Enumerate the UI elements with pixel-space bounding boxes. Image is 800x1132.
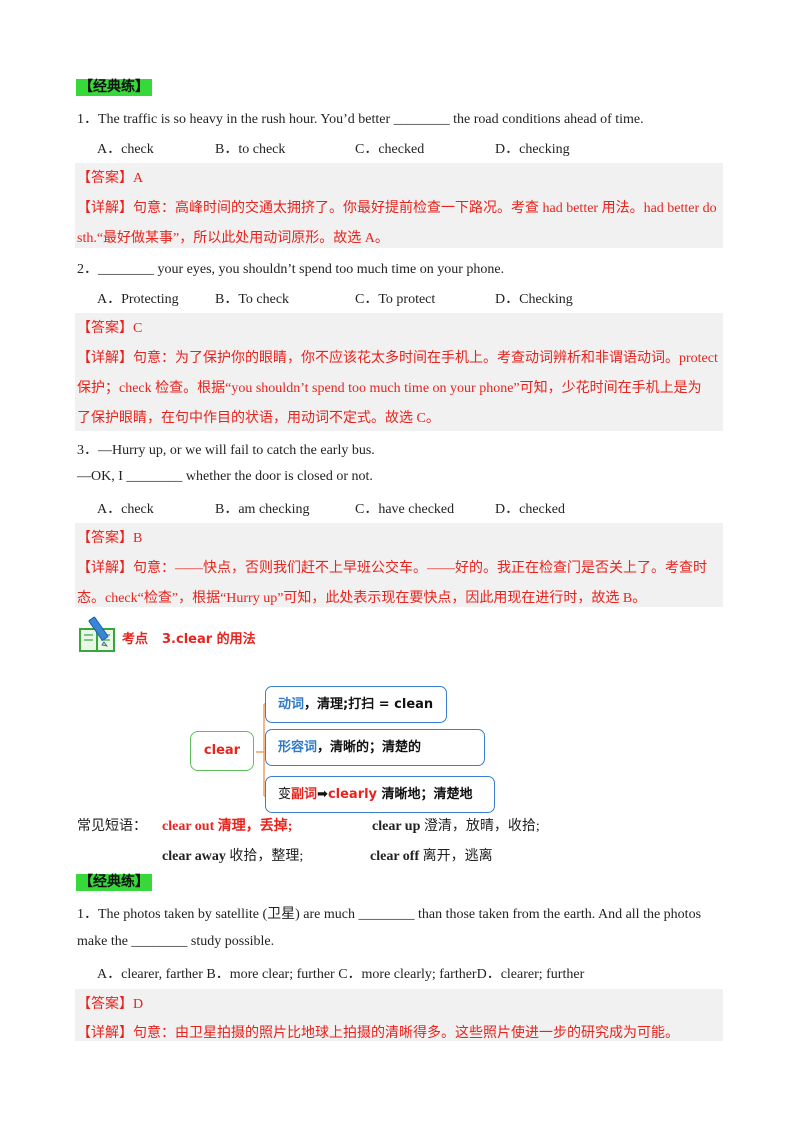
q3-option-d: D．checked [495, 502, 565, 517]
mindmap-root: clear [190, 731, 254, 771]
kaodian-label: 考点 [122, 632, 149, 647]
q1-detail-line: sth.“最好做某事”，所以此处用动词原形。故选 A。 [77, 231, 389, 246]
q3-answer: 【答案】B [77, 531, 143, 546]
q2-option-a: A．Protecting [97, 292, 179, 307]
arrow-right-icon: ➡ [317, 787, 328, 802]
node-adj-label: 形容词 [278, 740, 318, 755]
q2-detail-line: 保护；check 检查。根据“you shouldn’t spend too m… [77, 381, 702, 396]
phrases-label: 常见短语： [77, 819, 147, 834]
q3-option-a: A．check [97, 502, 154, 517]
classic-practice-tag: 【经典练】 [76, 79, 152, 96]
book-pencil-icon [77, 615, 121, 655]
phrase-clear-up: clear up 澄清，放晴，收拾; [372, 819, 540, 834]
node-adv-word: clearly [327, 787, 378, 802]
question-4-stem-cont: make the ________ study possible. [77, 934, 275, 949]
q2-detail-line: 【详解】句意：为了保护你的眼睛，你不应该花太多时间在手机上。考查动词辨析和非谓语… [77, 351, 718, 366]
phrase-clear-out: clear out 清理，丢掉; [162, 819, 293, 834]
question-3-reply: —OK, I ________ whether the door is clos… [77, 469, 373, 484]
node-adv-text: 清晰地；清楚地 [377, 787, 473, 802]
mindmap-node-verb: 动词，清理;打扫 = clean [265, 686, 447, 723]
phrase-clear-off: clear off 离开，逃离 [370, 849, 493, 864]
kaodian-title: 3.clear 的用法 [162, 632, 256, 647]
q1-option-b: B．to check [215, 142, 286, 157]
question-1-stem: 1．The traffic is so heavy in the rush ho… [77, 112, 644, 127]
node-verb-label: 动词 [278, 697, 305, 712]
node-adv-label: 副词 [291, 787, 318, 802]
mindmap-node-adjective: 形容词，清晰的；清楚的 [265, 729, 485, 766]
q2-option-c: C．To protect [355, 292, 436, 307]
q2-detail-line: 了保护眼睛，在句中作目的状语，用动词不定式。故选 C。 [77, 411, 440, 426]
q1-option-c: C．checked [355, 142, 425, 157]
question-2-stem: 2．________ your eyes, you shouldn’t spen… [77, 262, 505, 277]
q4-detail-line: 【详解】句意：由卫星拍摄的照片比地球上拍摄的清晰得多。这些照片使进一步的研究成为… [77, 1026, 679, 1041]
q4-answer-box: 【答案】D 【详解】句意：由卫星拍摄的照片比地球上拍摄的清晰得多。这些照片使进一… [75, 989, 723, 1041]
classic-practice-tag-2: 【经典练】 [76, 874, 152, 891]
q3-detail-line: 态。check“检查”，根据“Hurry up”可知，此处表示现在要快点，因此用… [77, 591, 647, 606]
q2-answer: 【答案】C [77, 321, 143, 336]
q3-answer-box: 【答案】B 【详解】句意：——快点，否则我们赶不上早班公交车。——好的。我正在检… [75, 523, 723, 607]
q1-answer-box: 【答案】A 【详解】句意：高峰时间的交通太拥挤了。你最好提前检查一下路况。考查 … [75, 163, 723, 248]
q3-option-b: B．am checking [215, 502, 310, 517]
q2-option-b: B．To check [215, 292, 290, 307]
q2-option-d: D．Checking [495, 292, 573, 307]
node-verb-text: ，清理;打扫 = clean [304, 697, 434, 712]
mindmap-node-adverb: 变副词➡clearly 清晰地；清楚地 [265, 776, 495, 813]
node-adj-text: ，清晰的；清楚的 [317, 740, 422, 755]
question-4-stem: 1．The photos taken by satellite (卫星) are… [77, 907, 702, 922]
q3-detail-line: 【详解】句意：——快点，否则我们赶不上早班公交车。——好的。我正在检查门是否关上… [77, 561, 707, 576]
q1-detail-line: 【详解】句意：高峰时间的交通太拥挤了。你最好提前检查一下路况。考查 had be… [77, 201, 717, 216]
phrase-clear-away: clear away 收拾，整理; [162, 849, 304, 864]
q4-options: A．clearer, farther B．more clear; further… [97, 967, 585, 982]
q1-option-d: D．checking [495, 142, 570, 157]
question-3-stem: 3．—Hurry up, or we will fail to catch th… [77, 443, 375, 458]
q4-answer: 【答案】D [77, 997, 144, 1012]
q3-option-c: C．have checked [355, 502, 455, 517]
q1-answer: 【答案】A [77, 171, 144, 186]
q2-answer-box: 【答案】C 【详解】句意：为了保护你的眼睛，你不应该花太多时间在手机上。考查动词… [75, 313, 723, 431]
node-adv-prefix: 变 [278, 787, 292, 802]
q1-option-a: A．check [97, 142, 154, 157]
